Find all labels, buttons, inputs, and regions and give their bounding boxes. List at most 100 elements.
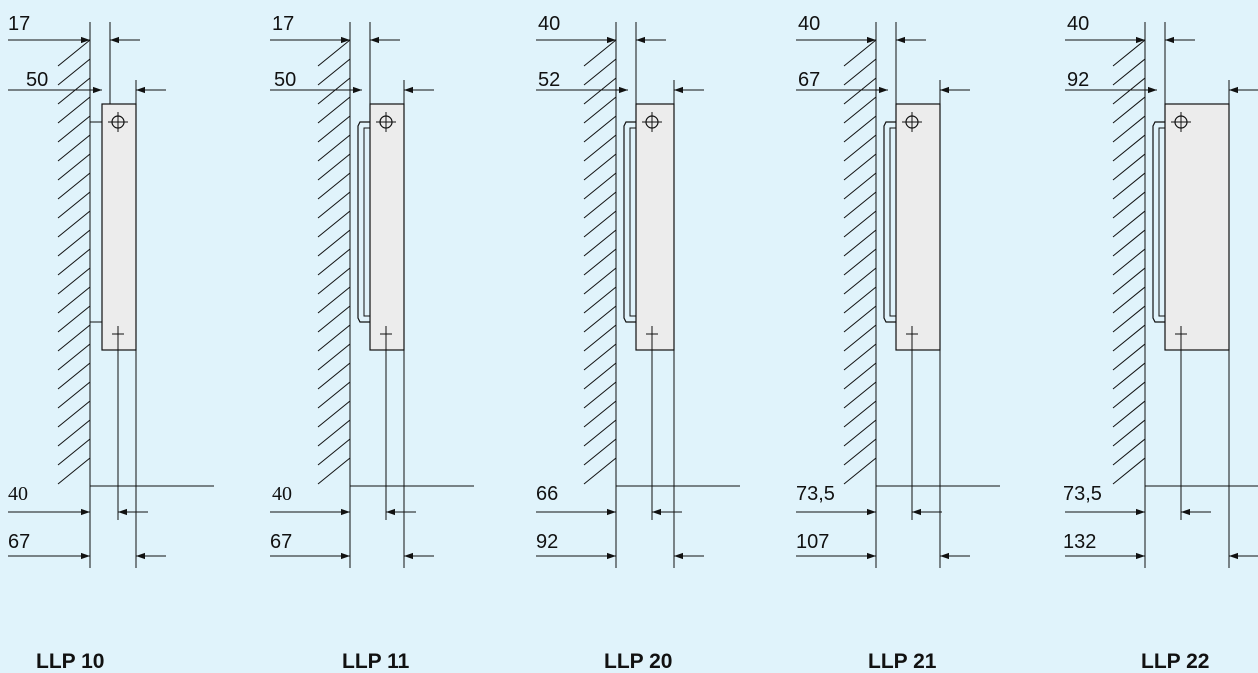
- wall-hatch: [583, 77, 617, 105]
- wall-hatch: [317, 153, 351, 181]
- wall-hatch: [317, 286, 351, 314]
- wall-hatch: [843, 305, 877, 333]
- wall-hatch: [583, 115, 617, 143]
- dim-bottom-2: 92: [536, 531, 558, 553]
- dim-top-1: 17: [272, 13, 294, 35]
- dim-bottom-1: 40: [8, 483, 28, 505]
- wall: [843, 22, 1000, 487]
- wall-hatch: [583, 438, 617, 466]
- wall-hatch: [57, 248, 91, 276]
- wall-hatch: [843, 172, 877, 200]
- wall-hatch: [57, 438, 91, 466]
- dim-top-2: 67: [798, 69, 820, 91]
- radiator-panel: [895, 103, 941, 351]
- wall-hatch: [843, 343, 877, 371]
- wall-hatch: [317, 305, 351, 333]
- wall-hatch: [583, 286, 617, 314]
- diagram-llp-20: 40 52 66 92 LLP 20: [536, 13, 740, 673]
- wall-hatch: [583, 153, 617, 181]
- radiator-panel: [1164, 103, 1230, 351]
- wall-hatch: [317, 324, 351, 352]
- wall-hatch: [583, 343, 617, 371]
- wall-hatch: [583, 381, 617, 409]
- wall-hatch: [843, 248, 877, 276]
- dimension-lines: [1065, 22, 1258, 568]
- wall-hatch: [1112, 248, 1146, 276]
- wall: [583, 22, 740, 487]
- wall-hatch: [843, 457, 877, 485]
- model-label: LLP 21: [868, 650, 937, 673]
- wall-hatch: [843, 39, 877, 67]
- radiator-body: [883, 103, 941, 351]
- wall-hatch: [1112, 343, 1146, 371]
- diagram-llp-11: 17 50 40 67 LLP 11: [270, 13, 474, 673]
- wall-hatch: [583, 267, 617, 295]
- radiator-panel: [369, 103, 405, 351]
- diagram-llp-22: 40 92 73,5 132 LLP 22: [1063, 13, 1258, 673]
- wall-hatch: [317, 134, 351, 162]
- dim-bottom-2: 67: [270, 531, 292, 553]
- wall-hatch: [843, 134, 877, 162]
- wall: [317, 22, 474, 487]
- wall-hatch: [1112, 134, 1146, 162]
- wall-hatch: [1112, 381, 1146, 409]
- wall-hatch: [843, 400, 877, 428]
- wall-hatch: [317, 115, 351, 143]
- dim-top-2: 50: [26, 69, 48, 91]
- wall-hatch: [843, 191, 877, 219]
- convector-inner: [1158, 127, 1165, 317]
- wall-hatch: [57, 115, 91, 143]
- dimension-lines: [8, 22, 166, 568]
- wall-hatch: [57, 381, 91, 409]
- wall-hatch: [57, 77, 91, 105]
- dim-bottom-1: 73,5: [796, 483, 835, 505]
- dimension-lines: [796, 22, 970, 568]
- wall-hatch: [1112, 400, 1146, 428]
- dim-bottom-1: 73,5: [1063, 483, 1102, 505]
- wall-hatch: [1112, 362, 1146, 390]
- wall-hatch: [1112, 457, 1146, 485]
- wall-hatch: [583, 457, 617, 485]
- wall-hatch: [57, 39, 91, 67]
- radiator-panel: [101, 103, 137, 351]
- radiator-body: [90, 103, 137, 351]
- wall-hatch: [583, 39, 617, 67]
- dim-top-1: 40: [538, 13, 560, 35]
- wall-hatch: [1112, 191, 1146, 219]
- wall-hatch: [317, 438, 351, 466]
- dim-bottom-2: 107: [796, 531, 829, 553]
- diagram-llp-21: 40 67 73,5 107 LLP 21: [796, 13, 1000, 673]
- dim-bottom-2: 67: [8, 531, 30, 553]
- wall-hatch: [843, 438, 877, 466]
- wall-hatch: [317, 172, 351, 200]
- wall-hatch: [1112, 438, 1146, 466]
- wall-hatch: [57, 324, 91, 352]
- wall-hatch: [317, 229, 351, 257]
- wall-hatch: [583, 134, 617, 162]
- wall-hatch: [317, 39, 351, 67]
- wall-hatch: [57, 400, 91, 428]
- dimension-lines: [536, 22, 704, 568]
- wall-hatch: [1112, 39, 1146, 67]
- wall-hatch: [583, 419, 617, 447]
- dim-top-2: 92: [1067, 69, 1089, 91]
- wall-hatch: [317, 267, 351, 295]
- wall-hatch: [57, 362, 91, 390]
- wall-hatch: [1112, 229, 1146, 257]
- wall-hatch: [583, 191, 617, 219]
- dim-top-2: 52: [538, 69, 560, 91]
- wall-hatch: [843, 77, 877, 105]
- wall-hatch: [1112, 305, 1146, 333]
- wall-hatch: [843, 267, 877, 295]
- convector-inner: [363, 127, 370, 317]
- dim-top-1: 40: [1067, 13, 1089, 35]
- wall-hatch: [583, 58, 617, 86]
- wall-hatch: [1112, 96, 1146, 124]
- dim-top-1: 17: [8, 13, 30, 35]
- wall-hatch: [583, 324, 617, 352]
- dim-bottom-1: 66: [536, 483, 558, 505]
- wall-hatch: [317, 400, 351, 428]
- wall-hatch: [317, 58, 351, 86]
